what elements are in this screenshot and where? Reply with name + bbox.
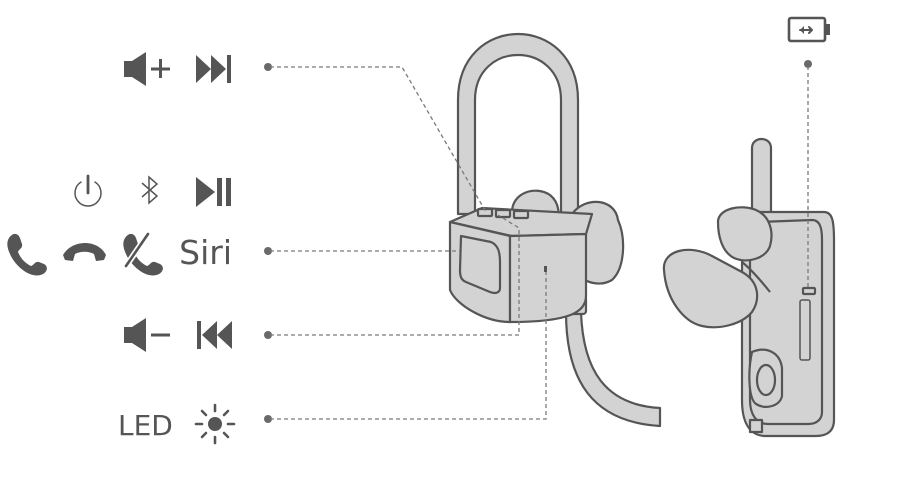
side-ear-tip-large (662, 248, 759, 329)
play-pause-icon (196, 177, 231, 207)
phone-answer-icon (7, 233, 47, 276)
earphone-front-view (448, 32, 662, 428)
leader-dot-volume-up (264, 63, 272, 71)
ear-hook (456, 32, 580, 222)
previous-track-icon (197, 321, 232, 349)
volume-down-button (494, 208, 512, 219)
multifunction-button (512, 209, 530, 220)
leader-dot-led (264, 415, 272, 423)
leader-lines (264, 60, 812, 423)
phone-reject-icon (123, 232, 163, 276)
next-track-icon (196, 55, 231, 83)
volume-down-icon (124, 318, 170, 352)
front-panel (458, 234, 502, 295)
volume-up-icon (124, 52, 170, 86)
battery-charging-icon (787, 16, 830, 43)
side-foot (748, 418, 764, 434)
leader-dot-charging (804, 60, 812, 68)
siri-label: Siri (179, 233, 232, 272)
bluetooth-icon (141, 175, 159, 205)
charging-port (801, 286, 817, 296)
led-light-icon (194, 403, 236, 445)
leader-dot-volume-down (264, 331, 272, 339)
phone-hangup-icon (63, 243, 106, 261)
side-hook (750, 137, 773, 222)
usb-slot (799, 299, 811, 361)
power-icon (74, 174, 102, 207)
led-indicator (544, 266, 547, 272)
led-label: LED (118, 409, 173, 442)
body-side (508, 232, 588, 324)
side-button (755, 363, 777, 397)
leader-dot-multifunction (264, 247, 272, 255)
side-ear-wing (716, 206, 773, 262)
cable (564, 310, 662, 428)
earphone-side-view (662, 137, 836, 438)
